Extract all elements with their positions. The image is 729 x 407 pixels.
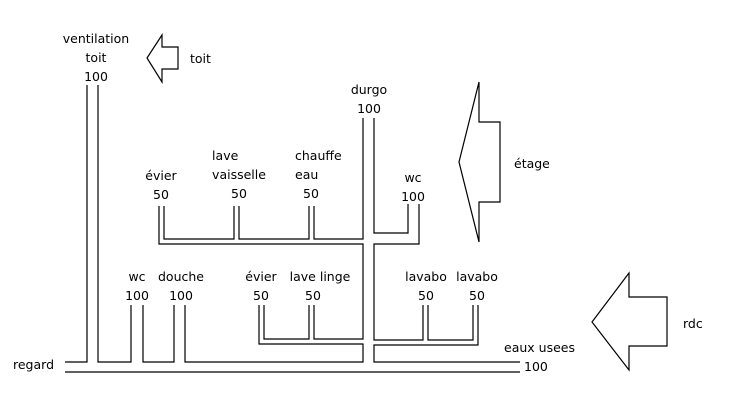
rdc-lavabo-2-label: lavabo 50 <box>456 267 498 305</box>
ventilation-pipe <box>65 85 132 363</box>
label-line: 100 <box>169 288 193 303</box>
label-line: ventilation <box>62 31 130 46</box>
label-line: lavabo <box>405 269 447 284</box>
etage-evier-label: évier 50 <box>145 166 176 204</box>
label-line: évier <box>245 269 277 284</box>
label-line: 50 <box>153 187 169 202</box>
label-line: 50 <box>231 186 247 201</box>
rdc-arrow-icon <box>591 271 668 372</box>
regard-label: regard <box>13 357 55 372</box>
toit-arrow-icon <box>146 32 179 85</box>
etage-lave-vaisselle-label: lave vaisselle 50 <box>212 146 266 203</box>
etage-branch-pipe <box>163 118 364 240</box>
label-line: toit <box>85 50 107 65</box>
label-line: 100 <box>357 101 381 116</box>
label-line: vaisselle <box>212 167 266 182</box>
label-line: eau <box>295 167 319 182</box>
durgo-riser-pipe <box>373 118 424 341</box>
label-line: 100 <box>125 288 149 303</box>
level-label-etage: étage <box>514 156 550 171</box>
level-label-rdc: rdc <box>683 316 703 331</box>
durgo-label: durgo 100 <box>351 80 387 118</box>
label-line: douche <box>158 269 204 284</box>
etage-arrow-icon <box>458 81 501 243</box>
label-line: 50 <box>469 288 485 303</box>
label-line: 100 <box>84 69 108 84</box>
label-line: 100 <box>401 189 425 204</box>
rdc-evier-label: évier 50 <box>245 267 276 305</box>
level-label-toit: toit <box>190 51 211 66</box>
etage-wc-label: wc 100 <box>401 168 425 206</box>
rdc-evier-lave-linge-pipe <box>158 206 364 340</box>
label-line: 50 <box>303 186 319 201</box>
label-line: chauffe <box>295 148 342 163</box>
ventilation-label: ventilation toit 100 <box>63 29 129 86</box>
label-line: wc <box>128 269 146 284</box>
eaux-usees-label: eaux usees <box>504 340 575 355</box>
label-line: 50 <box>418 288 434 303</box>
label-line: durgo <box>350 82 388 97</box>
label-line: wc <box>404 170 422 185</box>
label-line: évier <box>145 168 177 183</box>
rdc-left-branch-pipe <box>184 305 364 363</box>
rdc-lave-linge-label: lave linge 50 <box>290 267 351 305</box>
rdc-wc-label: wc 100 <box>125 267 149 305</box>
etage-chauffe-eau-label: chauffe eau 50 <box>295 146 342 203</box>
label-line: lave linge <box>289 269 351 284</box>
label-line: 50 <box>305 288 321 303</box>
label-line: lave <box>212 148 239 163</box>
rdc-douche-label: douche 100 <box>158 267 204 305</box>
label-line: 50 <box>253 288 269 303</box>
rdc-wc-douche-pipe <box>142 305 175 363</box>
rdc-lavabo-1-label: lavabo 50 <box>405 267 447 305</box>
label-line: lavabo <box>456 269 498 284</box>
rdc-lavabo-pipe <box>373 305 520 363</box>
eaux-usees-size: 100 <box>524 359 548 374</box>
